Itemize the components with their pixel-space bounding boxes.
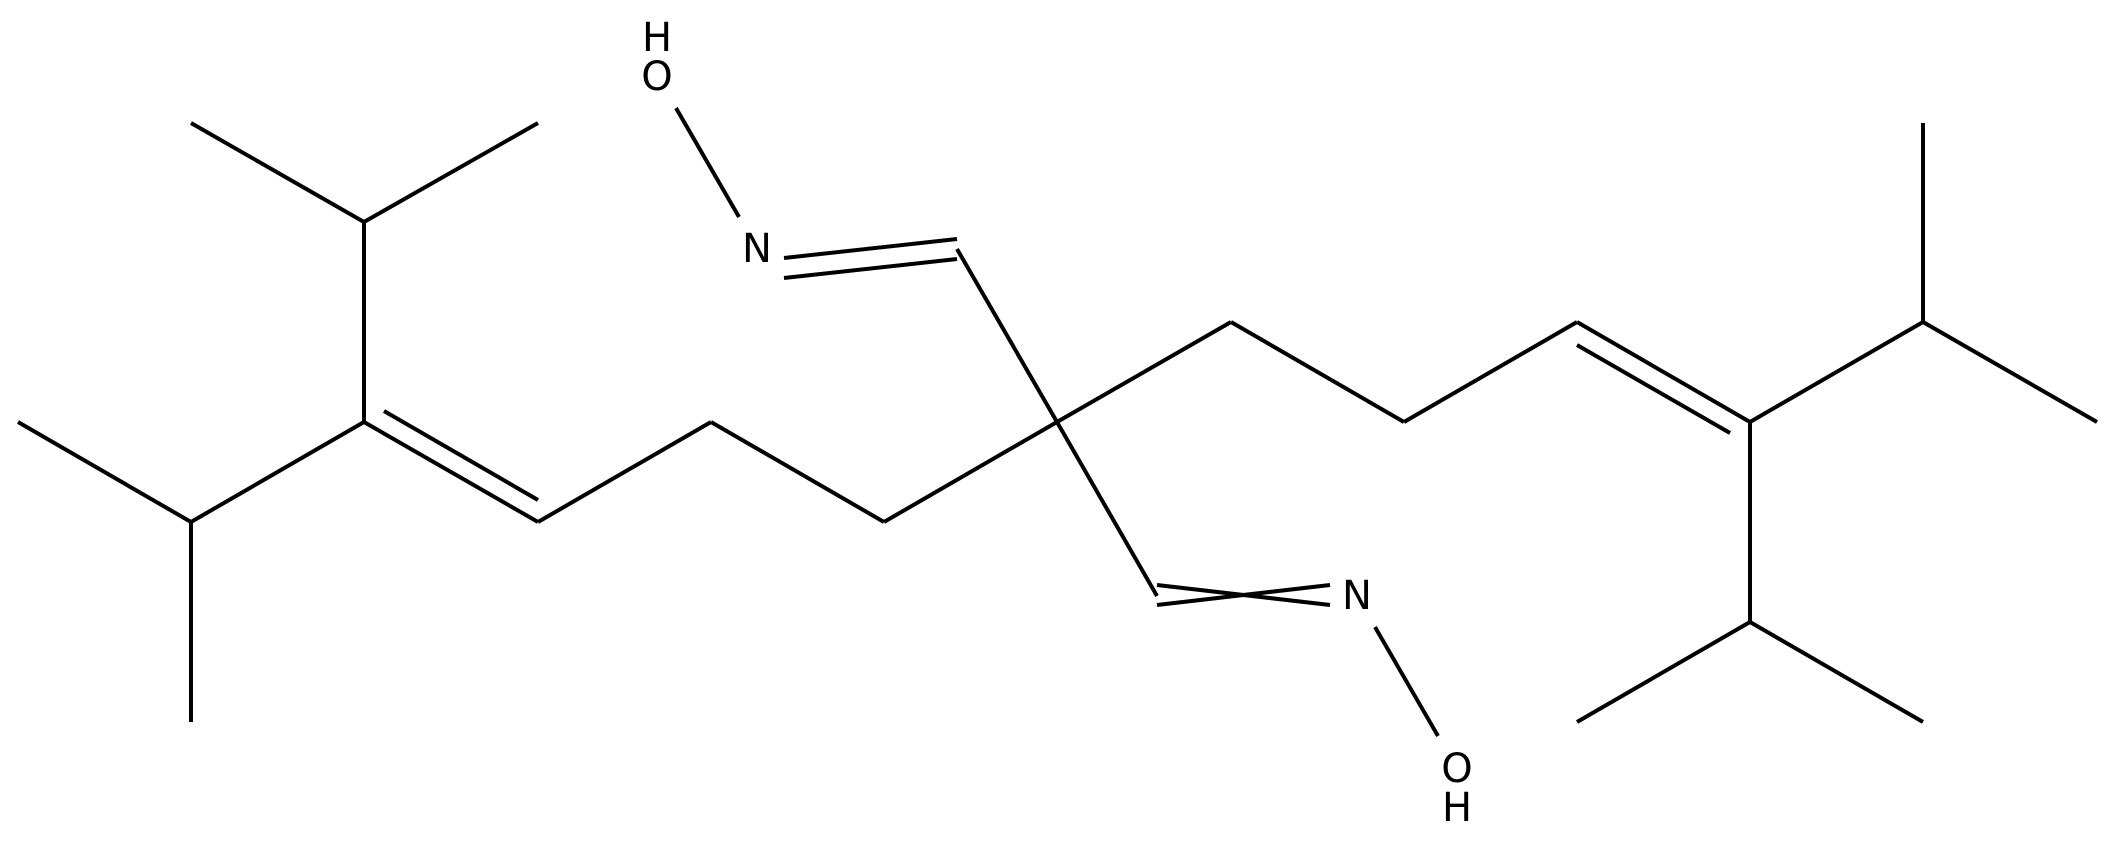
bond: [955, 247, 1059, 424]
bond: [1229, 320, 1406, 424]
double-bond: [1156, 583, 1331, 607]
bottom-oxime-branch: [1055, 421, 1440, 738]
right-top-isopropyl: [1748, 123, 2098, 424]
hydrogen-label-bottom: H: [1442, 785, 1472, 831]
double-bond: [783, 237, 958, 260]
left-bottom-isopropyl: [16, 420, 366, 722]
bond: [189, 420, 366, 524]
bond: [1575, 620, 1752, 724]
bond: [1055, 421, 1159, 597]
double-bond: [783, 257, 958, 280]
bond: [190, 121, 365, 224]
left-top-isopropyl: [190, 121, 539, 422]
bond: [709, 420, 886, 524]
bond: [536, 420, 713, 524]
bond: [1748, 320, 1925, 424]
bond: [1748, 620, 1925, 724]
top-oxime-branch: [674, 106, 1059, 424]
hydrogen-label-top: H: [642, 15, 672, 61]
nitrogen-label-top: N: [742, 226, 772, 272]
bond: [1056, 320, 1232, 424]
nitrogen-label-bottom: N: [1342, 573, 1372, 619]
left-chain: [363, 409, 1059, 524]
double-bond-inner: [1576, 343, 1731, 435]
bond: [1402, 320, 1579, 424]
bond: [363, 420, 539, 524]
bond: [1922, 320, 2098, 424]
bond: [16, 420, 193, 524]
bond: [882, 420, 1059, 524]
bond: [1575, 320, 1752, 424]
oxygen-label-top: O: [641, 54, 672, 100]
right-chain: [1056, 320, 1752, 435]
double-bond-inner: [382, 409, 540, 502]
bond: [674, 106, 741, 219]
oxygen-label-bottom: O: [1441, 746, 1472, 792]
right-bottom-isopropyl: [1575, 422, 1925, 724]
bond: [363, 121, 539, 224]
bond: [1373, 625, 1440, 738]
